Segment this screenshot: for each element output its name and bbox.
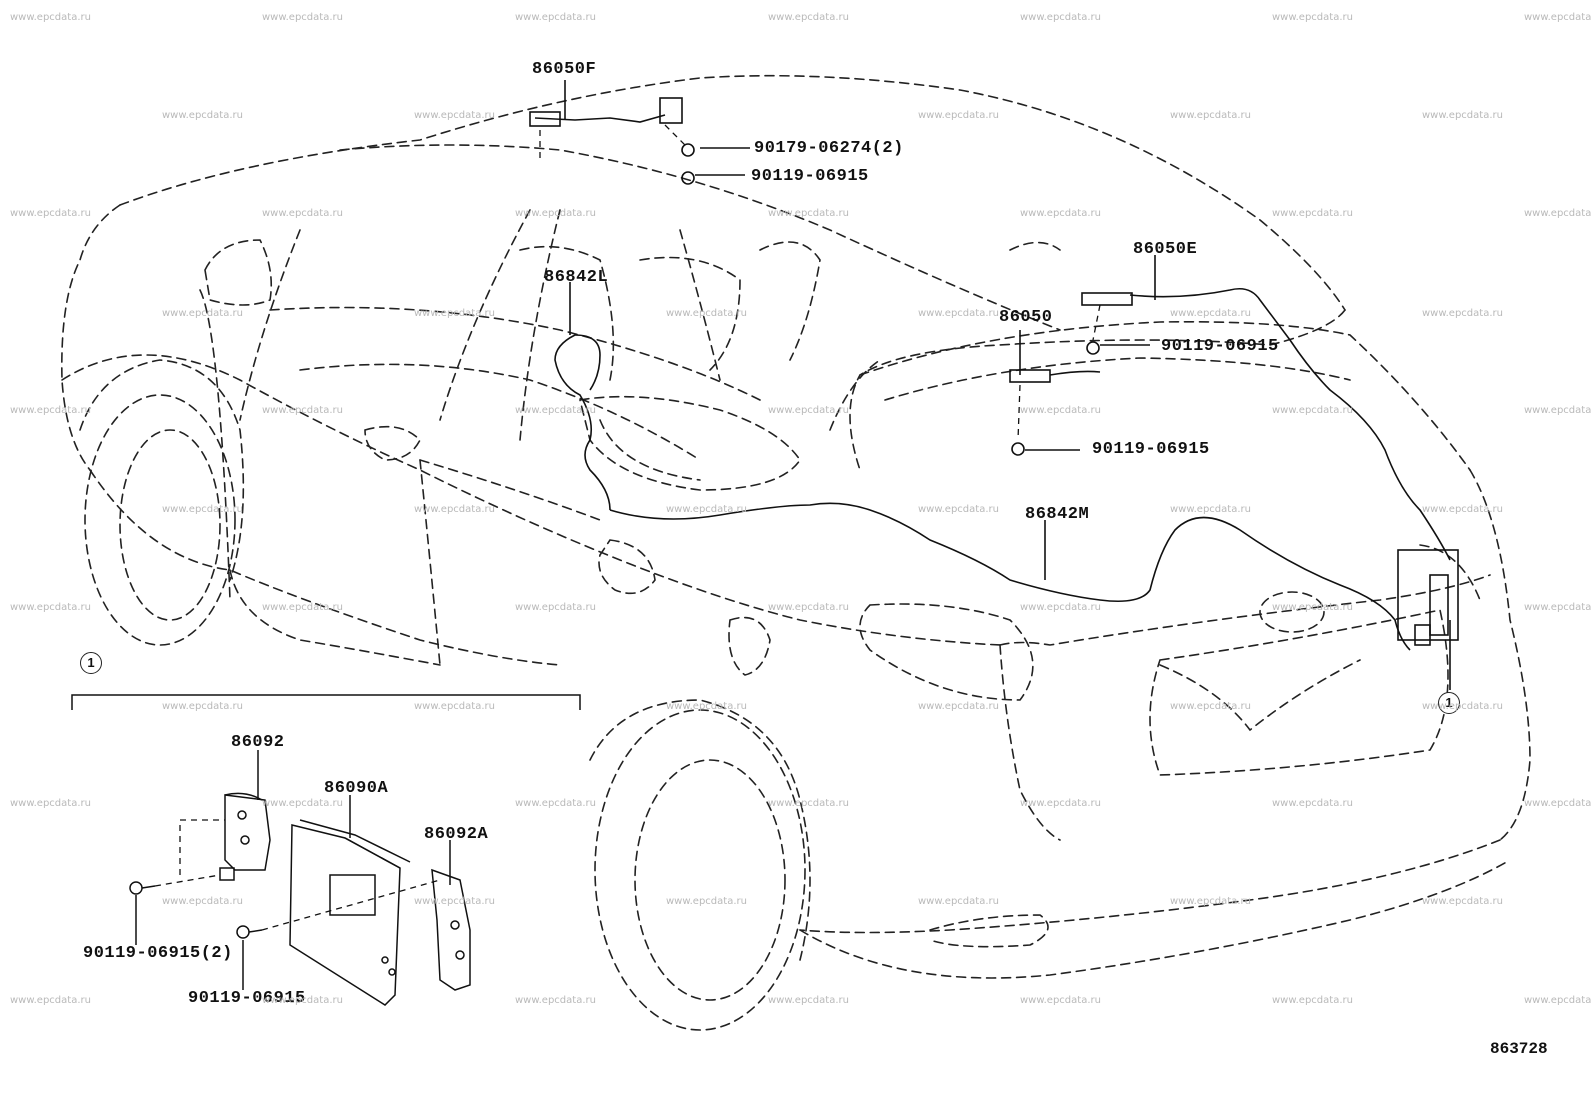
watermark: www.epcdata.ru: [1170, 110, 1251, 121]
watermark: www.epcdata.ru: [1020, 602, 1101, 613]
watermark: www.epcdata.ru: [262, 602, 343, 613]
bracket-86092: [224, 794, 271, 871]
watermark: www.epcdata.ru: [1272, 602, 1353, 613]
watermark: www.epcdata.ru: [1524, 995, 1592, 1006]
watermark: www.epcdata.ru: [1020, 405, 1101, 416]
roof-outline: [119, 74, 1346, 311]
part-label-86092a: 86092A: [424, 825, 489, 844]
watermark: www.epcdata.ru: [666, 701, 747, 712]
watermark: www.epcdata.ru: [10, 208, 91, 219]
watermark: www.epcdata.ru: [1272, 798, 1353, 809]
watermark: www.epcdata.ru: [1272, 12, 1353, 23]
watermark: www.epcdata.ru: [1020, 12, 1101, 23]
detail-bracket: [71, 694, 581, 710]
watermark: www.epcdata.ru: [262, 798, 343, 809]
watermark: www.epcdata.ru: [515, 798, 596, 809]
detail-callout-1-vehicle: 1: [1438, 692, 1460, 714]
part-label-86050f: 86050F: [532, 60, 597, 79]
watermark: www.epcdata.ru: [1422, 110, 1503, 121]
watermark: www.epcdata.ru: [262, 995, 343, 1006]
watermark: www.epcdata.ru: [1020, 208, 1101, 219]
watermark: www.epcdata.ru: [262, 405, 343, 416]
watermark: www.epcdata.ru: [1422, 896, 1503, 907]
watermark: www.epcdata.ru: [1272, 208, 1353, 219]
watermark: www.epcdata.ru: [1422, 504, 1503, 515]
part-label-90119-06915-module: 90119-06915: [188, 989, 306, 1008]
watermark: www.epcdata.ru: [1170, 896, 1251, 907]
watermark: www.epcdata.ru: [162, 701, 243, 712]
watermark: www.epcdata.ru: [918, 896, 999, 907]
watermark: www.epcdata.ru: [414, 701, 495, 712]
watermark: www.epcdata.ru: [768, 602, 849, 613]
watermark: www.epcdata.ru: [1020, 798, 1101, 809]
watermark: www.epcdata.ru: [768, 208, 849, 219]
watermark: www.epcdata.ru: [262, 12, 343, 23]
part-label-86050: 86050: [999, 308, 1053, 327]
antenna-cable-86050e: [1129, 287, 1451, 561]
watermark: www.epcdata.ru: [10, 12, 91, 23]
watermark: www.epcdata.ru: [515, 405, 596, 416]
watermark: www.epcdata.ru: [1422, 701, 1503, 712]
watermark: www.epcdata.ru: [1170, 504, 1251, 515]
part-label-86090a: 86090A: [324, 779, 389, 798]
watermark: www.epcdata.ru: [414, 504, 495, 515]
watermark: www.epcdata.ru: [1524, 602, 1592, 613]
watermark: www.epcdata.ru: [918, 701, 999, 712]
watermark: www.epcdata.ru: [515, 12, 596, 23]
watermark: www.epcdata.ru: [10, 602, 91, 613]
part-label-86050e: 86050E: [1133, 240, 1198, 259]
watermark: www.epcdata.ru: [414, 308, 495, 319]
watermark: www.epcdata.ru: [10, 798, 91, 809]
watermark: www.epcdata.ru: [262, 208, 343, 219]
watermark: www.epcdata.ru: [768, 12, 849, 23]
watermark: www.epcdata.ru: [414, 110, 495, 121]
diagram-ref-code: 863728: [1490, 1040, 1548, 1058]
watermark: www.epcdata.ru: [162, 896, 243, 907]
watermark: www.epcdata.ru: [1272, 405, 1353, 416]
watermark: www.epcdata.ru: [162, 308, 243, 319]
watermark: www.epcdata.ru: [1422, 308, 1503, 319]
watermark: www.epcdata.ru: [666, 896, 747, 907]
part-label-90119-06915-rear: 90119-06915: [1161, 337, 1279, 356]
watermark: www.epcdata.ru: [515, 995, 596, 1006]
watermark: www.epcdata.ru: [1170, 701, 1251, 712]
watermark: www.epcdata.ru: [1524, 798, 1592, 809]
watermark: www.epcdata.ru: [10, 405, 91, 416]
watermark: www.epcdata.ru: [162, 110, 243, 121]
part-label-90119-06915-lower: 90119-06915: [1092, 440, 1210, 459]
watermark: www.epcdata.ru: [1524, 208, 1592, 219]
part-label-86842l: 86842L: [544, 268, 609, 287]
watermark: www.epcdata.ru: [1524, 12, 1592, 23]
watermark: www.epcdata.ru: [768, 798, 849, 809]
watermark: www.epcdata.ru: [918, 504, 999, 515]
watermark: www.epcdata.ru: [10, 995, 91, 1006]
watermark: www.epcdata.ru: [768, 405, 849, 416]
watermark: www.epcdata.ru: [666, 308, 747, 319]
antenna-cable-86842m: [609, 502, 1411, 651]
watermark: www.epcdata.ru: [918, 308, 999, 319]
detail-callout-1: 1: [80, 652, 102, 674]
part-label-90119-06915-roof: 90119-06915: [751, 167, 869, 186]
watermark: www.epcdata.ru: [515, 208, 596, 219]
bracket-86092a: [431, 868, 471, 991]
watermark: www.epcdata.ru: [162, 504, 243, 515]
part-label-86092: 86092: [231, 733, 285, 752]
watermark: www.epcdata.ru: [666, 504, 747, 515]
watermark: www.epcdata.ru: [768, 995, 849, 1006]
watermark: www.epcdata.ru: [918, 110, 999, 121]
watermark: www.epcdata.ru: [1272, 995, 1353, 1006]
watermark: www.epcdata.ru: [414, 896, 495, 907]
watermark: www.epcdata.ru: [1170, 308, 1251, 319]
watermark: www.epcdata.ru: [1020, 995, 1101, 1006]
watermark: www.epcdata.ru: [515, 602, 596, 613]
part-label-86842m: 86842M: [1025, 505, 1090, 524]
part-label-90119-06915-2: 90119-06915(2): [83, 944, 233, 963]
part-label-90179-06274: 90179-06274(2): [754, 139, 904, 158]
watermark: www.epcdata.ru: [1524, 405, 1592, 416]
